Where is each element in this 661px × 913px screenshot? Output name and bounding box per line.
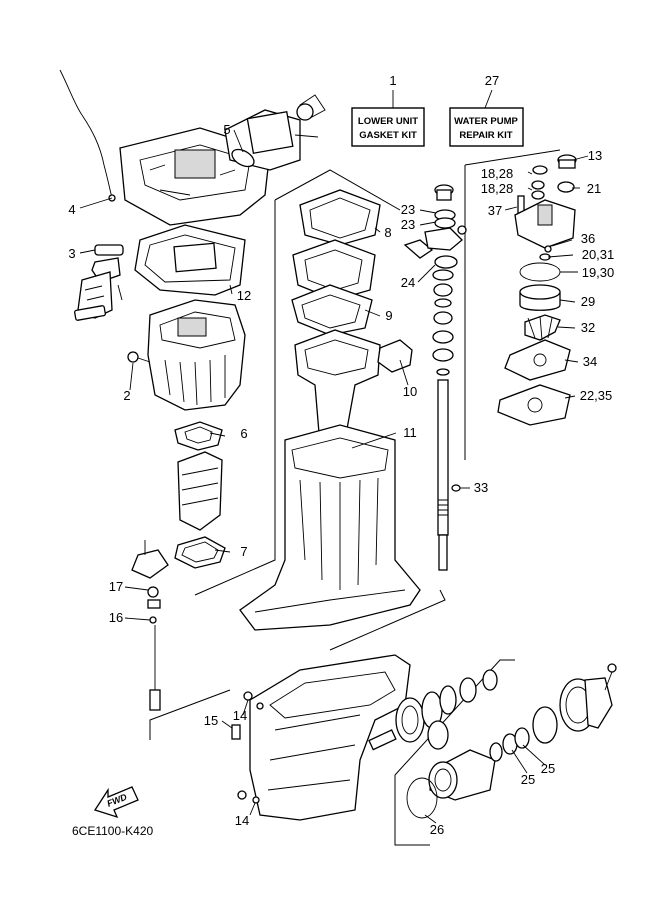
callout-14-a[interactable]: 14 — [233, 708, 247, 723]
parts-3-handle — [74, 244, 124, 321]
callout-34[interactable]: 34 — [583, 354, 597, 369]
callout-4[interactable]: 4 — [68, 202, 75, 217]
callout-2[interactable]: 2 — [123, 388, 130, 403]
callout-26[interactable]: 26 — [430, 822, 444, 837]
callout-1: 1 — [389, 73, 396, 88]
prop-shaft-gears — [368, 663, 617, 819]
water-pump-kit-box — [449, 107, 524, 147]
fwd-arrow: FWD — [93, 786, 139, 819]
callout-19-30[interactable]: 19,30 — [582, 265, 615, 280]
callout-36[interactable]: 36 — [581, 231, 595, 246]
callout-32[interactable]: 32 — [581, 320, 595, 335]
callout-18-28-a[interactable]: 18,28 — [481, 166, 514, 181]
callout-10[interactable]: 10 — [403, 384, 417, 399]
gear-case — [231, 654, 411, 821]
callout-9[interactable]: 9 — [385, 308, 392, 323]
diagram-code: 6CE1100-K420 — [72, 824, 153, 838]
gasket-12 — [134, 224, 246, 296]
callout-20-31[interactable]: 20,31 — [582, 247, 615, 262]
group-outlines — [149, 149, 561, 846]
callout-29[interactable]: 29 — [581, 294, 595, 309]
callout-25-b[interactable]: 25 — [541, 761, 555, 776]
water-pump-repair-kit[interactable]: 27 WATER PUMP REPAIR KIT — [449, 73, 524, 147]
callout-6[interactable]: 6 — [240, 426, 247, 441]
callout-27: 27 — [485, 73, 499, 88]
lower-unit-kit-line2: GASKET KIT — [359, 130, 417, 141]
water-pump-group — [497, 154, 577, 426]
callout-22-35[interactable]: 22,35 — [580, 388, 613, 403]
callout-23-b[interactable]: 23 — [401, 217, 415, 232]
callout-24[interactable]: 24 — [401, 275, 415, 290]
callout-23-a[interactable]: 23 — [401, 202, 415, 217]
callout-14-b[interactable]: 14 — [235, 813, 249, 828]
exhaust-guide-assembly — [119, 94, 326, 226]
callout-13[interactable]: 13 — [588, 148, 602, 163]
callout-37[interactable]: 37 — [488, 203, 502, 218]
callout-5[interactable]: 5 — [223, 122, 230, 137]
callout-11[interactable]: 11 — [403, 425, 417, 440]
lower-unit-gasket-kit[interactable]: 1 LOWER UNIT GASKET KIT — [351, 73, 425, 147]
shift-cable — [59, 69, 116, 202]
callout-16[interactable]: 16 — [109, 610, 123, 625]
leader-lines — [79, 129, 589, 824]
lower-unit-kit-box — [351, 107, 425, 147]
callout-18-28-b[interactable]: 18,28 — [481, 181, 514, 196]
callout-12[interactable]: 12 — [237, 288, 251, 303]
callout-17[interactable]: 17 — [109, 579, 123, 594]
water-pump-kit-line1: WATER PUMP — [454, 116, 518, 127]
callout-15[interactable]: 15 — [204, 713, 218, 728]
water-pump-kit-line2: REPAIR KIT — [459, 130, 512, 141]
lower-casing — [239, 424, 421, 631]
o-ring-5 — [231, 148, 255, 168]
callout-8[interactable]: 8 — [384, 225, 391, 240]
callout-7[interactable]: 7 — [240, 544, 247, 559]
callout-25-a[interactable]: 25 — [521, 772, 535, 787]
gaskets-8-9 — [291, 189, 381, 336]
lower-unit-kit-line1: LOWER UNIT — [358, 116, 418, 127]
parts-6-7 — [131, 421, 226, 711]
callout-numbers: 4 3 5 2 12 6 7 8 9 10 11 13 18,28 18,28 … — [68, 122, 614, 837]
callout-21[interactable]: 21 — [587, 181, 601, 196]
callout-33[interactable]: 33 — [474, 480, 488, 495]
drive-shaft-column — [403, 184, 467, 571]
callout-3[interactable]: 3 — [68, 246, 75, 261]
upper-casing — [127, 299, 246, 411]
